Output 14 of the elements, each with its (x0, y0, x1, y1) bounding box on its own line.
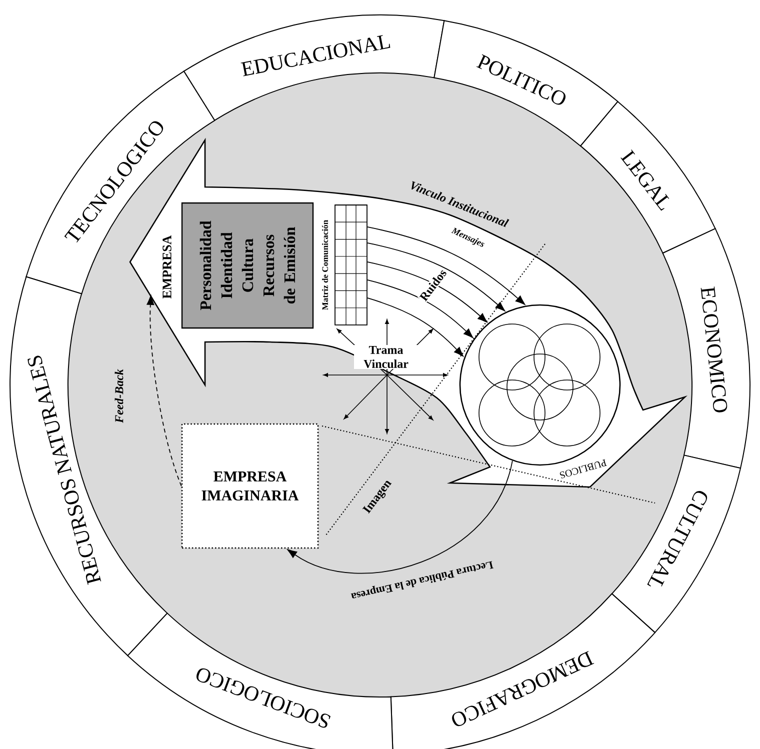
arrow (367, 280, 474, 339)
arrow (286, 460, 513, 574)
node-label: ECONOMICO (700, 286, 728, 412)
ring-segment: ECONOMICO (662, 228, 750, 469)
text-label: Trama Vincular (354, 344, 418, 369)
node-label: Matriz de Comunicación (322, 220, 328, 310)
arrow (367, 262, 488, 324)
grid-matrix: Matriz de Comunicación (322, 204, 368, 326)
arrow (367, 242, 506, 312)
arrow (146, 294, 182, 486)
dotted-box: EMPRESA IMAGINARIA (181, 423, 319, 549)
arrow (367, 226, 526, 306)
arrow (367, 298, 464, 358)
attribute-box: Personalidad Identidad Cultura Recursos de Emisión (181, 202, 314, 329)
